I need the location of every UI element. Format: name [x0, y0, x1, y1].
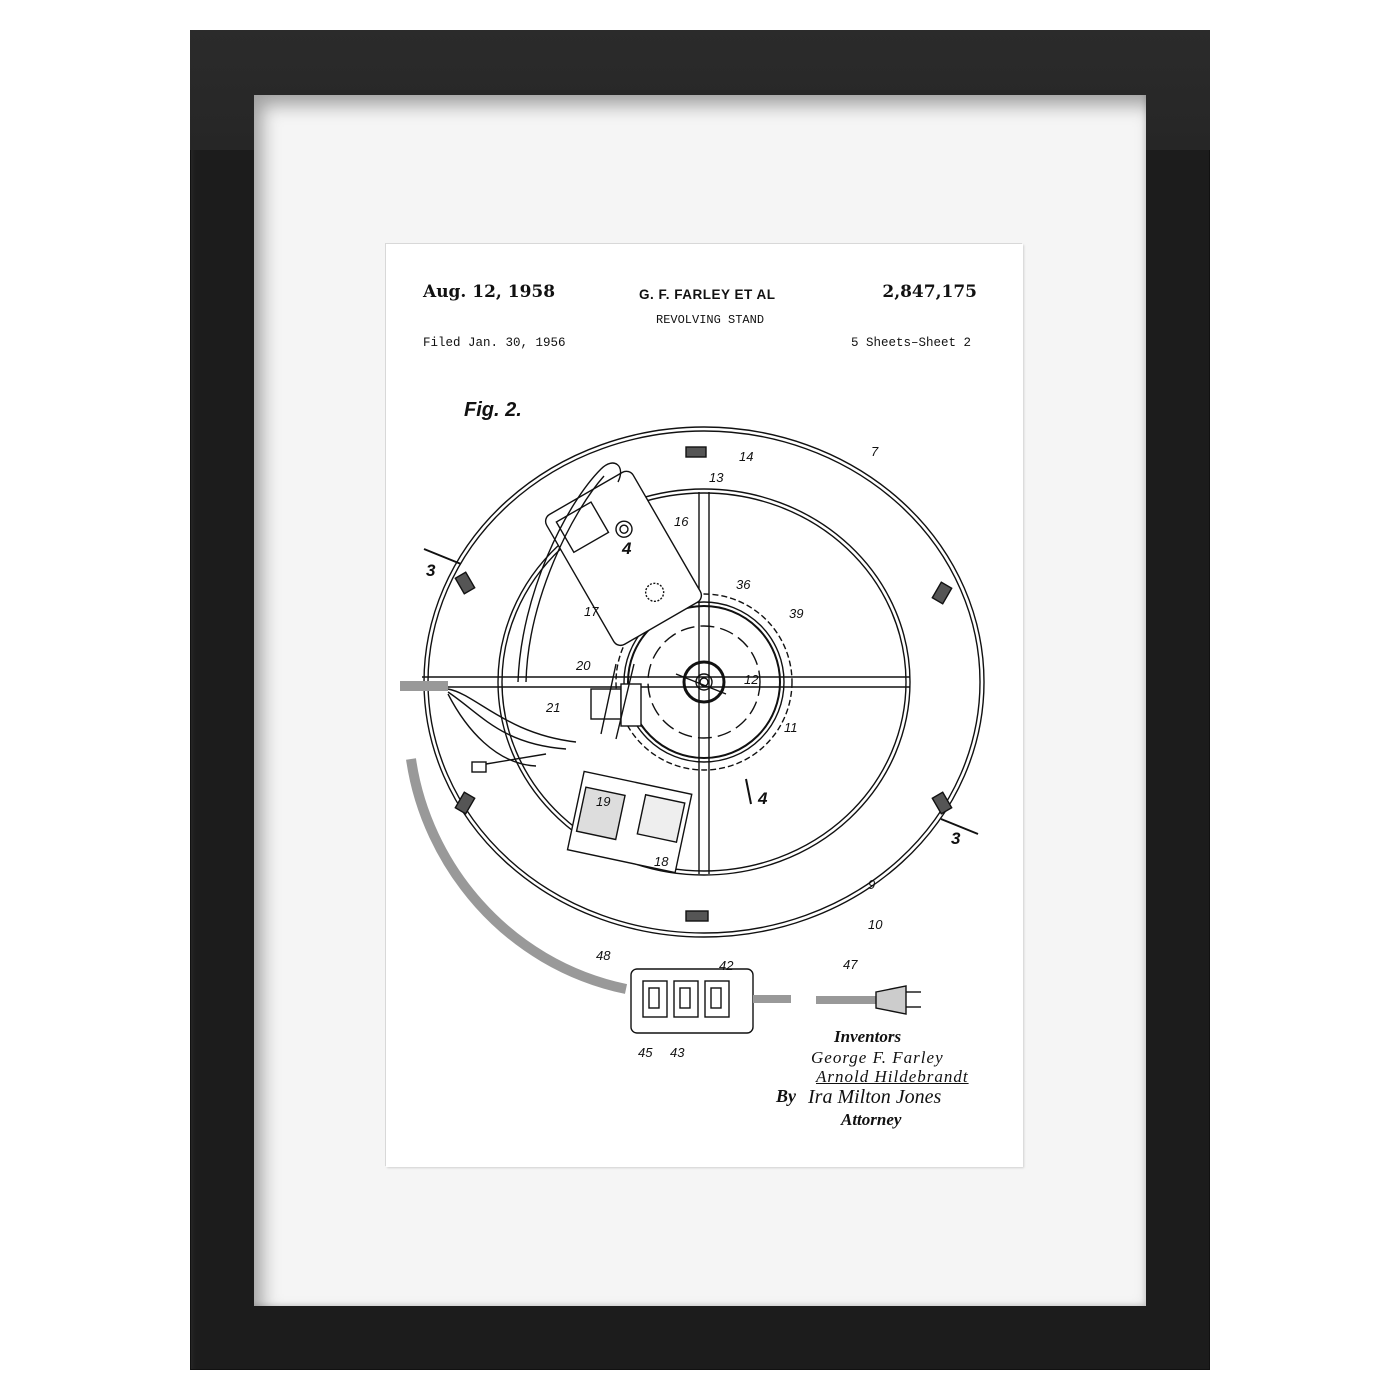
inventor-name-2: Arnold Hildebrandt — [816, 1067, 969, 1086]
by-label: By — [776, 1086, 796, 1106]
section-mark: 4 — [757, 789, 768, 808]
ref-numeral: 17 — [584, 604, 599, 619]
ref-numeral: 14 — [739, 449, 753, 464]
ref-numeral: 43 — [670, 1045, 685, 1060]
ref-numeral: 7 — [871, 444, 879, 459]
section-mark: 3 — [426, 561, 436, 580]
filed-date: Filed Jan. 30, 1956 — [423, 336, 566, 350]
ref-numeral: 18 — [654, 854, 669, 869]
section-mark: 4 — [621, 539, 632, 558]
ref-numeral: 10 — [868, 917, 883, 932]
mat-board: Aug. 12, 1958 G. F. FARLEY ET AL 2,847,1… — [254, 95, 1146, 1306]
ref-numeral: 12 — [744, 672, 759, 687]
picture-frame: Aug. 12, 1958 G. F. FARLEY ET AL 2,847,1… — [190, 30, 1210, 1370]
ref-numeral: 9 — [868, 877, 875, 892]
ref-numeral: 45 — [638, 1045, 653, 1060]
ref-numeral: 20 — [575, 658, 591, 673]
patent-title: REVOLVING STAND — [656, 313, 765, 327]
ref-numeral: 13 — [709, 470, 724, 485]
ref-numeral: 48 — [596, 948, 611, 963]
ref-numeral: 19 — [596, 794, 610, 809]
patent-drawing: Fig. 2. — [400, 399, 985, 1060]
figure-label: Fig. 2. — [464, 399, 522, 421]
ref-numeral: 16 — [674, 514, 689, 529]
ref-numeral: 36 — [736, 577, 751, 592]
inventor-name-1: George F. Farley — [811, 1048, 944, 1067]
inventor-header: G. F. FARLEY ET AL — [639, 287, 776, 302]
patent-date: Aug. 12, 1958 — [423, 282, 556, 302]
attorney-signature: Ira Milton Jones — [808, 1086, 942, 1108]
ref-numeral: 39 — [789, 606, 803, 621]
ref-numeral: 42 — [719, 958, 734, 973]
patent-print: Aug. 12, 1958 G. F. FARLEY ET AL 2,847,1… — [386, 244, 1023, 1167]
attorney-label: Attorney — [841, 1110, 902, 1129]
ref-numeral: 47 — [843, 957, 858, 972]
inventors-label: Inventors — [834, 1027, 902, 1046]
patent-number: 2,847,175 — [882, 282, 977, 302]
sheet-count: 5 Sheets–Sheet 2 — [850, 336, 971, 350]
ref-numeral: 11 — [784, 720, 798, 735]
ref-numeral: 21 — [545, 700, 560, 715]
section-mark: 3 — [951, 829, 961, 848]
